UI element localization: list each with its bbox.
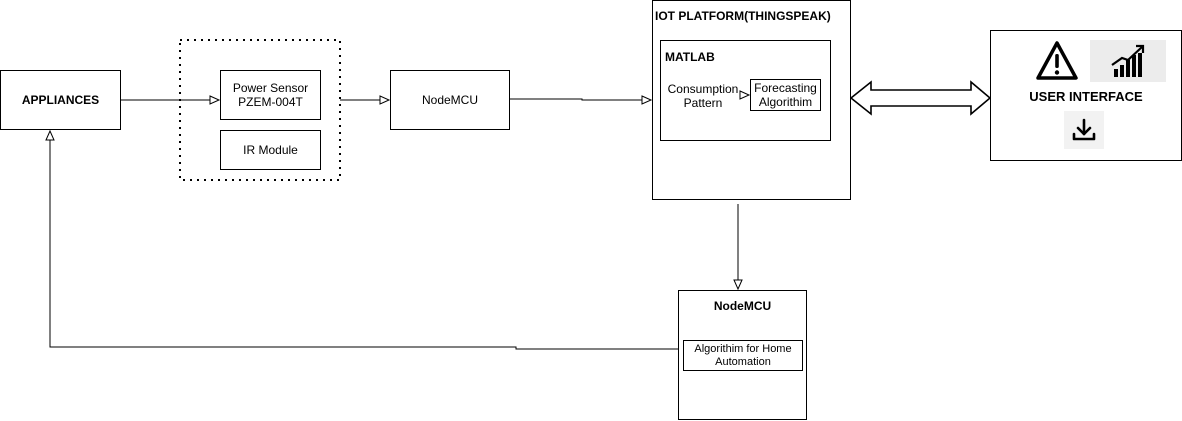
forecasting-line1: Forecasting <box>754 81 817 95</box>
power-sensor-model: PZEM-004T <box>238 95 303 109</box>
ir-module-label: IR Module <box>243 143 298 157</box>
nodemcu-box: NodeMCU <box>390 70 510 130</box>
nodemcu-automation-title: NodeMCU <box>713 299 772 313</box>
forecasting-line2: Algorithim <box>758 95 813 109</box>
consumption-line2: Pattern <box>683 96 723 110</box>
home-automation-algorithm-box: Algorithim for Home Automation <box>683 340 803 371</box>
download-icon <box>1064 111 1104 149</box>
home-automation-line2: Automation <box>715 355 771 368</box>
ir-module-box: IR Module <box>220 130 321 170</box>
bidirectional-arrow-iot-ui <box>849 80 992 116</box>
warning-icon <box>1034 38 1080 84</box>
consumption-pattern-text: Consumption Pattern <box>665 82 741 110</box>
matlab-title: MATLAB <box>665 50 715 64</box>
appliances-label: APPLIANCES <box>21 93 100 107</box>
consumption-line1: Consumption <box>667 82 739 96</box>
power-sensor-box: Power Sensor PZEM-004T <box>220 70 321 120</box>
iot-platform-title: IOT PLATFORM(THINGSPEAK) <box>655 9 831 23</box>
home-automation-line1: Algorithim for Home <box>694 342 792 355</box>
nodemcu-label: NodeMCU <box>421 93 478 107</box>
forecasting-algorithm-box: Forecasting Algorithim <box>750 79 821 111</box>
power-sensor-label: Power Sensor <box>232 81 309 95</box>
appliances-box: APPLIANCES <box>0 70 121 130</box>
arrow-nodemcu-to-iot <box>510 95 653 105</box>
user-interface-title: USER INTERFACE <box>1029 89 1143 104</box>
arrow-feedback-to-appliances <box>45 129 678 350</box>
signal-chart-icon <box>1090 40 1166 82</box>
